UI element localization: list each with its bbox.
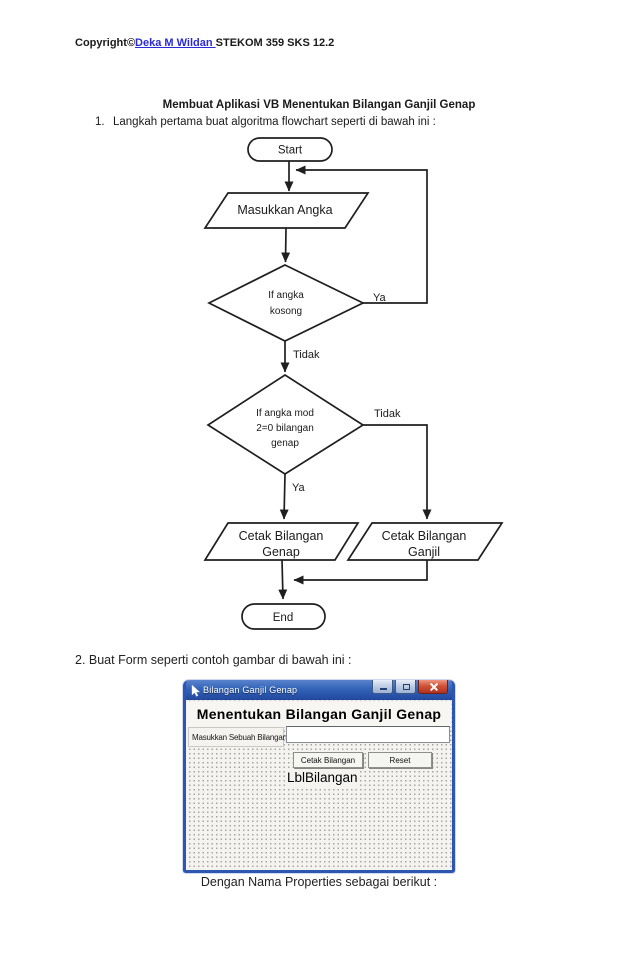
minimize-button[interactable] bbox=[372, 680, 393, 694]
maximize-button[interactable] bbox=[395, 680, 416, 694]
reset-button[interactable]: Reset bbox=[368, 752, 432, 768]
output-odd-line1: Cetak Bilangan bbox=[382, 529, 467, 543]
form-heading-label: Menentukan Bilangan Ganjil Genap bbox=[187, 702, 451, 727]
edge-to-end bbox=[278, 559, 288, 600]
decision2-line3: genap bbox=[271, 438, 299, 449]
input-label: Masukkan Angka bbox=[237, 203, 332, 217]
flowchart-diagram: Start Masukkan Angka If angka kosong If … bbox=[203, 137, 504, 630]
flowchart-output-even-node bbox=[203, 522, 360, 561]
edge-label-ya2: Ya bbox=[292, 482, 306, 494]
start-label: Start bbox=[278, 145, 303, 157]
edge-label-ya1: Ya bbox=[373, 292, 387, 304]
flowchart-input-node bbox=[203, 192, 370, 229]
course-code: STEKOM 359 SKS 12.2 bbox=[215, 37, 335, 49]
window-title: Bilangan Ganjil Genap bbox=[203, 685, 298, 695]
copyright-line: Copyright©Deka M Wildan STEKOM 359 SKS 1… bbox=[75, 37, 334, 49]
step-2-text: 2. Buat Form seperti contoh gambar di ba… bbox=[75, 653, 352, 667]
copyright-prefix: Copyright© bbox=[75, 37, 136, 49]
form-icon bbox=[191, 684, 201, 697]
edge-label-tidak2: Tidak bbox=[374, 408, 401, 420]
result-label: LblBilangan bbox=[287, 770, 360, 786]
window-titlebar: Bilangan Ganjil Genap bbox=[186, 680, 452, 700]
flowchart-decision2-node bbox=[206, 373, 365, 476]
step-1-text: Langkah pertama buat algoritma flowchart… bbox=[113, 116, 436, 128]
maximize-icon bbox=[403, 684, 410, 690]
vb-form-window: Bilangan Ganjil Genap Menentukan Bilanga… bbox=[183, 680, 455, 873]
step-1-number: 1. bbox=[95, 116, 105, 128]
edge-label-tidak1: Tidak bbox=[293, 349, 320, 361]
edge-merge bbox=[293, 560, 428, 585]
decision2-line1: If angka mod bbox=[256, 408, 314, 419]
decision2-line2: 2=0 bilangan bbox=[256, 423, 314, 434]
edge-ya-to-output-even bbox=[279, 473, 289, 520]
flowchart-end-node bbox=[241, 603, 326, 630]
edge-ya-loop bbox=[295, 165, 428, 304]
flowchart-decision1-node bbox=[207, 264, 365, 342]
decision1-line2: kosong bbox=[270, 306, 302, 317]
form-designer-grid: Menentukan Bilangan Ganjil Genap Masukka… bbox=[186, 700, 452, 870]
edge-tidak-to-output-odd bbox=[363, 424, 432, 520]
step-1-line: 1. Langkah pertama buat algoritma flowcha… bbox=[95, 116, 436, 128]
end-label: End bbox=[273, 612, 293, 624]
properties-caption: Dengan Nama Properties sebagai berikut : bbox=[200, 875, 438, 889]
minimize-icon bbox=[380, 688, 387, 690]
flowchart-output-odd-node bbox=[346, 522, 504, 561]
output-even-line2: Genap bbox=[262, 545, 300, 559]
close-button[interactable] bbox=[418, 680, 448, 694]
output-odd-line2: Ganjil bbox=[408, 545, 440, 559]
edge-input-to-decision1 bbox=[281, 227, 291, 263]
decision1-line1: If angka bbox=[268, 290, 304, 301]
window-controls bbox=[372, 680, 448, 694]
author-link[interactable]: Deka M Wildan bbox=[135, 37, 216, 49]
number-textbox[interactable] bbox=[286, 726, 450, 743]
document-title: Membuat Aplikasi VB Menentukan Bilangan … bbox=[162, 99, 476, 111]
input-caption-label: Masukkan Sebuah Bilangan : bbox=[188, 727, 291, 747]
cetak-bilangan-button[interactable]: Cetak Bilangan bbox=[293, 752, 363, 768]
output-even-line1: Cetak Bilangan bbox=[239, 529, 324, 543]
flowchart-start-node bbox=[247, 137, 333, 162]
